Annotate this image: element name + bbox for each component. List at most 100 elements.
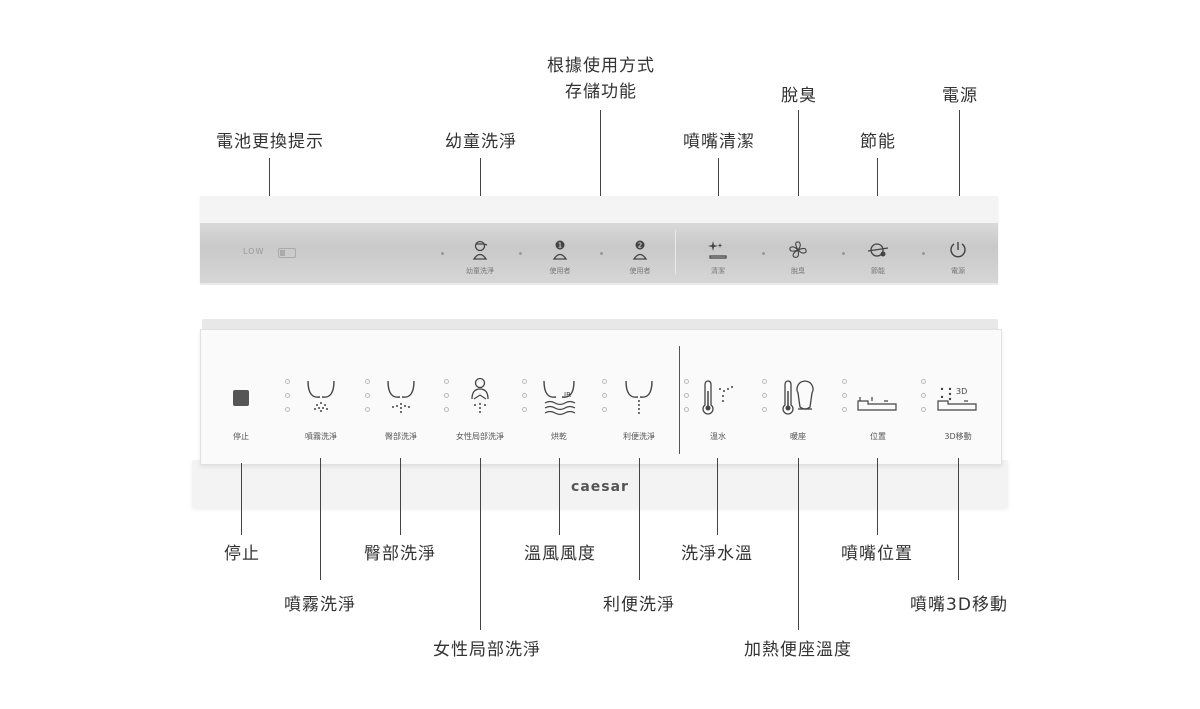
eco-icon — [867, 243, 889, 257]
top-button-label: 使用者 — [549, 267, 571, 275]
callout-deodorize: 脫臭 — [781, 86, 817, 106]
top-button-label: 電源 — [951, 267, 965, 275]
callout-stop: 停止 — [224, 544, 260, 564]
nozzle-position-button[interactable]: 位置 — [838, 375, 918, 442]
dryer-button[interactable]: IR 烘乾 — [519, 375, 599, 442]
leader-deodorize — [798, 110, 799, 222]
indicator-dots — [365, 379, 370, 421]
leader-position — [877, 458, 878, 535]
separator-dot — [842, 252, 845, 255]
separator-dot — [762, 252, 765, 255]
kids-wash-button[interactable]: 幼童洗淨 — [450, 238, 510, 276]
callout-position: 噴嘴位置 — [841, 544, 913, 564]
bottom-button-label: 停止 — [233, 432, 249, 441]
feminine-wash-button[interactable]: 女性局部洗淨 — [440, 375, 520, 442]
leader-nozzle-clean — [718, 158, 719, 222]
leader-eco — [877, 158, 878, 222]
separator-dot — [441, 252, 444, 255]
leader-feminine — [480, 458, 481, 630]
callout-nozzle-clean: 噴嘴清潔 — [683, 132, 755, 152]
sparkle-clean-icon — [708, 241, 727, 259]
svg-text:2: 2 — [638, 242, 642, 250]
feminine-wash-icon — [471, 377, 489, 413]
eco-button[interactable]: 節能 — [848, 238, 908, 276]
top-button-label: 幼童洗淨 — [466, 267, 494, 275]
nozzle-clean-button[interactable]: 清潔 — [688, 238, 748, 276]
user-2-button[interactable]: 2 使用者 — [610, 238, 670, 276]
leader-move3d — [958, 458, 959, 580]
rear-wash-icon — [387, 380, 415, 413]
leader-rear — [400, 458, 401, 535]
leader-power — [959, 110, 960, 222]
nozzle-3d-icon: 3D — [937, 387, 977, 411]
callout-memory-line2: 存儲功能 — [565, 82, 637, 102]
bowel-wash-icon — [625, 380, 653, 414]
indicator-dots — [522, 379, 527, 421]
bottom-separator — [679, 346, 680, 454]
leader-kids — [480, 158, 481, 222]
child-icon — [472, 240, 488, 260]
separator-dot — [922, 252, 925, 255]
indicator-dots — [285, 379, 290, 421]
brand-logo: caesar — [571, 479, 629, 495]
battery-low-label: LOW — [243, 247, 265, 256]
bottom-button-label: 溫水 — [710, 432, 726, 441]
leader-battery — [269, 158, 270, 222]
bottom-button-label: 3D移動 — [944, 432, 972, 441]
separator-dot — [519, 252, 522, 255]
indicator-dots — [684, 379, 689, 421]
user-1-icon: 1 — [552, 240, 568, 260]
callout-kids: 幼童洗淨 — [445, 132, 517, 152]
callout-battery: 電池更換提示 — [216, 132, 324, 152]
user-1-button[interactable]: 1 使用者 — [530, 238, 590, 276]
top-separator — [675, 230, 676, 274]
bottom-button-label: 噴霧洗淨 — [305, 432, 337, 441]
power-button[interactable]: 電源 — [928, 238, 988, 276]
leader-water-temp — [717, 458, 718, 535]
seat-temp-button[interactable]: 暖座 — [758, 375, 838, 442]
spray-wash-icon — [307, 380, 335, 412]
bottom-button-label: 女性局部洗淨 — [456, 432, 504, 441]
callout-bowel: 利便洗淨 — [603, 595, 675, 615]
seat-temp-icon — [782, 380, 814, 415]
fan-icon — [789, 241, 807, 258]
svg-text:IR: IR — [564, 391, 571, 399]
leader-bowel — [639, 458, 640, 580]
water-temp-button[interactable]: 溫水 — [678, 375, 758, 442]
battery-icon — [278, 248, 296, 258]
bowel-wash-button[interactable]: 利便洗淨 — [599, 375, 679, 442]
bottom-panel-base — [192, 460, 1008, 508]
callout-seat-temp: 加熱便座溫度 — [744, 640, 852, 660]
leader-seat-temp — [798, 458, 799, 630]
callout-power: 電源 — [942, 86, 978, 106]
indicator-dots — [842, 379, 847, 421]
callout-memory-line1: 根據使用方式 — [547, 56, 655, 76]
nozzle-3d-button[interactable]: 3D 3D移動 — [918, 375, 998, 442]
water-temp-icon — [702, 380, 733, 415]
callout-move3d: 噴嘴3D移動 — [910, 595, 1008, 615]
top-button-label: 節能 — [871, 267, 885, 275]
indicator-dots — [762, 379, 767, 421]
indicator-dots — [602, 379, 607, 421]
leader-spray — [320, 458, 321, 580]
callout-water-temp: 洗淨水溫 — [681, 544, 753, 564]
leader-stop — [241, 463, 242, 535]
separator-dot — [600, 252, 603, 255]
top-panel-face — [200, 223, 998, 285]
top-button-label: 清潔 — [711, 267, 725, 275]
callout-rear: 臀部洗淨 — [364, 544, 436, 564]
nozzle-position-icon — [857, 397, 897, 411]
top-button-label: 使用者 — [629, 267, 651, 275]
svg-text:3D: 3D — [956, 387, 967, 396]
stop-button[interactable]: 停止 — [201, 375, 281, 442]
leader-memory-stem — [600, 110, 601, 200]
bottom-button-label: 烘乾 — [551, 432, 567, 441]
deodorize-button[interactable]: 脫臭 — [768, 238, 828, 276]
power-icon — [950, 242, 966, 258]
stop-icon — [233, 390, 249, 406]
svg-text:1: 1 — [558, 242, 562, 250]
spray-wash-button[interactable]: 噴霧洗淨 — [281, 375, 361, 442]
rear-wash-button[interactable]: 臀部洗淨 — [361, 375, 441, 442]
bottom-panel-face — [200, 329, 1002, 465]
dryer-icon: IR — [543, 380, 576, 416]
